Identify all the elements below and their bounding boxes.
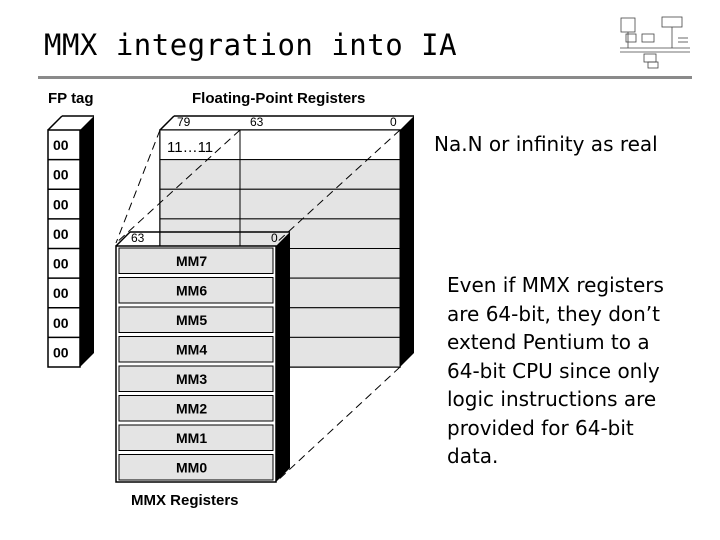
title-underline <box>38 76 692 79</box>
mmx-register-mm4: MM4 <box>176 342 207 358</box>
fpr-bit-79: 79 <box>177 115 191 129</box>
mmx-row-6 <box>118 424 274 451</box>
mmx-row-0 <box>118 247 274 274</box>
fp-tag-7: 00 <box>53 344 69 360</box>
mmx-bit-0: 0 <box>271 231 278 245</box>
fp-tag-6: 00 <box>53 315 69 331</box>
mmx-register-mm0: MM0 <box>176 460 207 476</box>
projection-lines <box>115 129 401 483</box>
mmx-row-3 <box>118 336 274 363</box>
mmx-register-mm7: MM7 <box>176 253 207 269</box>
fp-tag-header: FP tag <box>48 90 94 107</box>
fp-tag-3: 00 <box>53 226 69 242</box>
fpr-bit-63: 63 <box>250 115 264 129</box>
slide-title: MMX integration into IA <box>44 28 458 62</box>
mmx-register-mm5: MM5 <box>176 312 207 328</box>
mmx-register-mm2: MM2 <box>176 401 207 417</box>
fp-tag-column: 00 00 00 00 00 00 00 00 <box>47 115 94 368</box>
fpr-header: Floating-Point Registers <box>192 90 365 107</box>
logo-diagram-icon <box>620 16 690 69</box>
mmx-register-mm6: MM6 <box>176 283 207 299</box>
fpr-top-value: 11…11 <box>167 139 213 156</box>
fp-tag-5: 00 <box>53 285 69 301</box>
mmx-register-mm3: MM3 <box>176 371 207 387</box>
mmx-bit-63: 63 <box>131 231 145 245</box>
fp-tag-0: 00 <box>53 137 69 153</box>
fp-tag-4: 00 <box>53 256 69 272</box>
fp-tag-2: 00 <box>53 196 69 212</box>
nan-note: Na.N or infinity as real <box>434 132 658 156</box>
mmx-row-7 <box>118 454 274 481</box>
fpr-row-2 <box>159 188 401 220</box>
mmx-footer: MMX Registers <box>131 492 239 509</box>
mmx-row-2 <box>118 306 274 333</box>
fp-tag-1: 00 <box>53 167 69 183</box>
mmx-register-mm1: MM1 <box>176 430 207 446</box>
mmx-row-5 <box>118 395 274 422</box>
mmx-row-1 <box>118 277 274 304</box>
fpr-row-1 <box>159 159 401 190</box>
fpr-bit-0: 0 <box>390 115 397 129</box>
mmx-row-4 <box>118 365 274 392</box>
explanation-note: Even if MMX registers are 64-bit, they d… <box>447 273 664 468</box>
